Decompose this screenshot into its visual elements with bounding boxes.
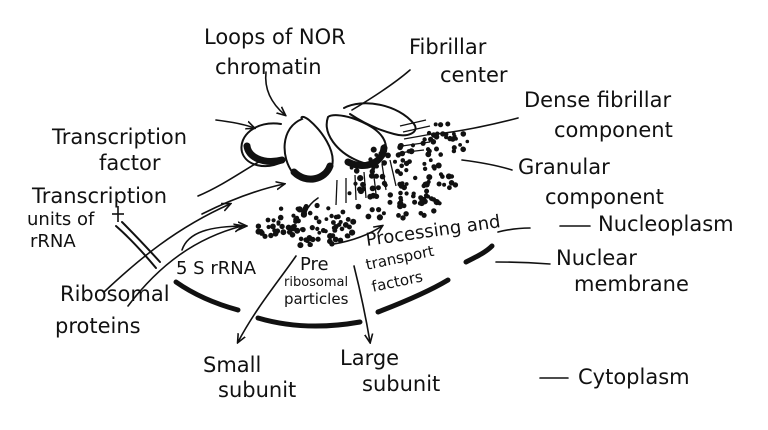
label-dense-fibrillar: Dense fibrillar (524, 88, 672, 112)
chromatin-loops (115, 102, 417, 269)
label-chromatin: chromatin (215, 55, 322, 79)
label-membrane: membrane (574, 272, 689, 296)
label-cytoplasm: Cytoplasm (578, 365, 690, 389)
label-pre: Pre (300, 254, 329, 275)
label-granular-component: component (545, 185, 664, 209)
chromatin-loop-1 (240, 122, 283, 168)
label-small: Small (203, 353, 262, 377)
label-large: Large (340, 346, 400, 370)
label-factor: factor (99, 151, 161, 175)
label-small-subunit: subunit (218, 378, 297, 402)
label-ribosomal-small: ribosomal (284, 275, 349, 290)
label-loops-nor: Loops of NOR (204, 25, 346, 49)
label-units-of: units of (27, 209, 95, 230)
label-dense-component: component (554, 118, 673, 142)
label-nuclear: Nuclear (556, 246, 637, 270)
label-5s-rrna: 5 S rRNA (176, 258, 257, 279)
label-granular: Granular (518, 155, 610, 179)
label-transcription-factor: Transcription (52, 125, 188, 149)
granular-component-dots (255, 121, 470, 249)
label-center: center (440, 63, 508, 87)
label-fibrillar: Fibrillar (409, 35, 487, 59)
label-particles: particles (284, 290, 349, 308)
nuclear-membrane-segments (173, 243, 495, 329)
fibrillar-center-loop (343, 102, 417, 137)
label-large-subunit: subunit (362, 372, 441, 396)
label-proteins: proteins (55, 314, 141, 338)
rdna-coil-left (115, 225, 157, 269)
label-transcription-units: Transcription (32, 184, 168, 208)
label-nucleoplasm: Nucleoplasm (598, 212, 734, 236)
rrna-marker (112, 206, 124, 222)
pointer-lines (103, 69, 591, 379)
label-ribosomal-proteins: Ribosomal (60, 282, 170, 306)
label-rrna: rRNA (30, 231, 76, 252)
